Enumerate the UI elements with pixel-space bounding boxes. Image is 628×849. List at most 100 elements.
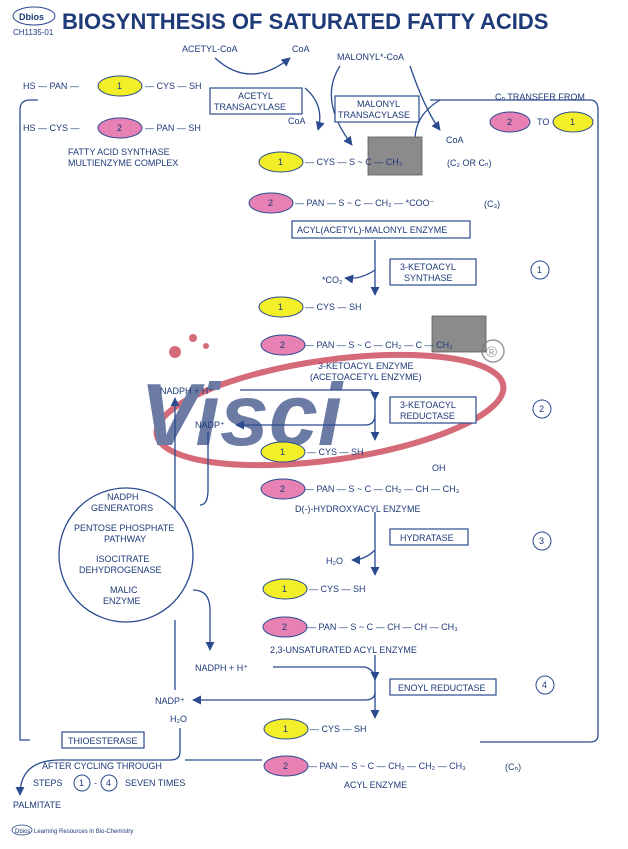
malonyl-transacylase-line1: MALONYL — [357, 99, 400, 109]
transfer-label: Cₙ TRANSFER FROM — [495, 92, 585, 102]
coa-out-arrow — [409, 65, 441, 131]
enoyl-reductase-box — [389, 678, 497, 696]
generator-link-top — [199, 432, 209, 506]
step2-enzyme-2 — [260, 478, 306, 500]
complex-row2-right: — PAN — SH — [145, 123, 201, 133]
grey-box-ketoacyl — [431, 315, 487, 353]
step1-section: 3-KETOACYL SYNTHASE 1 *CO₂ 1 — CYS — SH … — [258, 258, 550, 382]
gen-line6: DEHYDROGENASE — [79, 565, 162, 575]
complex-label-1: FATTY ACID SYNTHASE — [68, 147, 170, 157]
step2-enzyme-1 — [260, 441, 306, 463]
step3-number — [532, 531, 552, 551]
bottom-section: H₂O THIOESTERASE AFTER CYCLING THROUGH S… — [11, 714, 262, 836]
coa-label-3: CoA — [446, 135, 464, 145]
acetyl-arrow — [214, 57, 291, 75]
step4-enzyme-1 — [263, 718, 309, 740]
step0-section: 1 — CYS — S ~ C — CH₃ (C₂ OR Cₙ) 2 — PAN… — [248, 136, 500, 239]
step3-enzyme-1-label: 1 — [282, 584, 287, 594]
step3-h2o: H₂O — [326, 556, 343, 566]
footer-logo: Dbios — [15, 829, 30, 835]
step2-nadp-label: NADP⁺ — [195, 420, 225, 430]
coa-label-1: CoA — [292, 44, 310, 54]
step3-enzyme-2-label: 2 — [282, 622, 287, 632]
co2-label: *CO₂ — [322, 275, 343, 285]
malonyl-coa-label: MALONYL*-CoA — [337, 52, 404, 62]
step1-row2: — PAN — S ~ C — CH₂ — C — CH₃ — [305, 340, 453, 350]
step2-row1: — CYS — SH — [307, 447, 364, 457]
enzyme-1-label: 1 — [117, 81, 122, 91]
step1-number-label: 1 — [537, 265, 542, 275]
malonyl-transacylase-box — [334, 95, 420, 123]
watermark-reg-circle — [481, 339, 505, 363]
complex-row1-right: — CYS — SH — [145, 81, 202, 91]
step4-enzyme-2-label: 2 — [283, 761, 288, 771]
watermark: Visci ® — [140, 334, 507, 469]
step4-enzyme-2 — [263, 755, 309, 777]
nadp-out-arrow-2 — [235, 414, 376, 430]
step0-row2: — PAN — S ~ C — CH₂ — *COO⁻ — [295, 198, 435, 208]
header: Dbios CH1135-01 BIOSYNTHESIS OF SATURATE… — [12, 6, 548, 37]
ketoacyl-reductase-box — [389, 396, 477, 424]
step1-number — [530, 260, 550, 280]
acetyl-transacylase-line1: ACETYL — [238, 91, 273, 101]
transacylase-section: ACETYL-CoA CoA ACETYL TRANSACYLASE CoA M… — [182, 44, 594, 146]
enoyl-reductase-label: ENOYL REDUCTASE — [398, 683, 486, 693]
step2-row2: — PAN — S ~ C — CH₂ — CH — CH₃ — [305, 484, 460, 494]
transfer-from-2 — [489, 111, 531, 133]
step4-row2: — PAN — S ~ C — CH₂ — CH₂ — CH₃ — [308, 761, 466, 771]
seven-times-label: SEVEN TIMES — [125, 778, 185, 788]
step0-enzyme-1 — [258, 151, 304, 173]
nadph-generators: NADPH GENERATORS PENTOSE PHOSPHATE PATHW… — [58, 397, 215, 690]
bottom-h2o: H₂O — [170, 714, 187, 724]
step0-enzyme-2-label: 2 — [268, 198, 273, 208]
step1-enzyme-1-label: 1 — [278, 302, 283, 312]
watermark-reg: ® — [486, 344, 497, 361]
ketoacyl-synthase-line1: 3-KETOACYL — [400, 262, 456, 272]
step2-label: D(-)-HYDROXYACYL ENZYME — [295, 504, 421, 514]
gen-line2: GENERATORS — [91, 503, 153, 513]
step4-nadp: NADP⁺ — [155, 696, 185, 706]
nadp-out-arrow-4 — [192, 691, 376, 705]
acetyl-coa-label: ACETYL-CoA — [182, 44, 238, 54]
step4-number — [535, 675, 555, 695]
step2-enzyme-2-label: 2 — [280, 484, 285, 494]
cycling-label: AFTER CYCLING THROUGH — [42, 761, 162, 771]
acyl-malonyl-enzyme-box — [291, 220, 471, 239]
co2-out-arrow — [344, 269, 376, 284]
footer-text: Learning Resources in Bio-Chemistry — [34, 829, 133, 835]
ketoacyl-synthase-box — [389, 258, 477, 286]
page-title: BIOSYNTHESIS OF SATURATED FATTY ACIDS — [62, 9, 548, 34]
palmitate-release-arrow — [15, 728, 181, 796]
hydratase-label: HYDRATASE — [400, 533, 454, 543]
footer-logo-ellipse — [11, 824, 33, 836]
step0-enzyme-1-label: 1 — [278, 157, 283, 167]
step4-enzyme-1-label: 1 — [283, 724, 288, 734]
step3-number-label: 3 — [539, 536, 544, 546]
step2-oh: OH — [432, 463, 446, 473]
complex-row2-left: HS — CYS — — [23, 123, 80, 133]
step4-section: NADPH + H⁺ NADP⁺ ENOYL REDUCTASE 4 1 — C… — [155, 663, 555, 790]
thioesterase-box — [61, 731, 145, 749]
enzyme-1-badge — [97, 75, 143, 97]
gen-line4: PATHWAY — [104, 534, 146, 544]
complex-row1-left: HS — PAN — — [23, 81, 79, 91]
nadph-in-arrow-2 — [240, 389, 380, 401]
malonyl-transacylase-line2: TRANSACYLASE — [338, 110, 410, 120]
step4-row2-note: (Cₙ) — [505, 762, 521, 772]
gen-line1: NADPH — [107, 492, 139, 502]
step1-label-1: 3-KETOACYL ENZYME — [318, 361, 414, 371]
logo-ellipse — [12, 6, 56, 26]
complex-label-2: MULTIENZYME COMPLEX — [68, 158, 178, 168]
step1-enzyme-1 — [258, 296, 304, 318]
step0-row1: — CYS — S ~ C — CH₃ — [305, 157, 403, 167]
step0-row1-note: (C₂ OR Cₙ) — [447, 158, 492, 168]
step2-number-label: 2 — [539, 404, 544, 414]
transfer-from-2-label: 2 — [507, 117, 512, 127]
gen-line3: PENTOSE PHOSPHATE — [74, 523, 174, 533]
h2o-out-arrow — [351, 549, 376, 565]
step4-label: ACYL ENZYME — [344, 780, 407, 790]
logo-text: Dbios — [19, 12, 44, 22]
watermark-text: Visci — [140, 365, 344, 464]
